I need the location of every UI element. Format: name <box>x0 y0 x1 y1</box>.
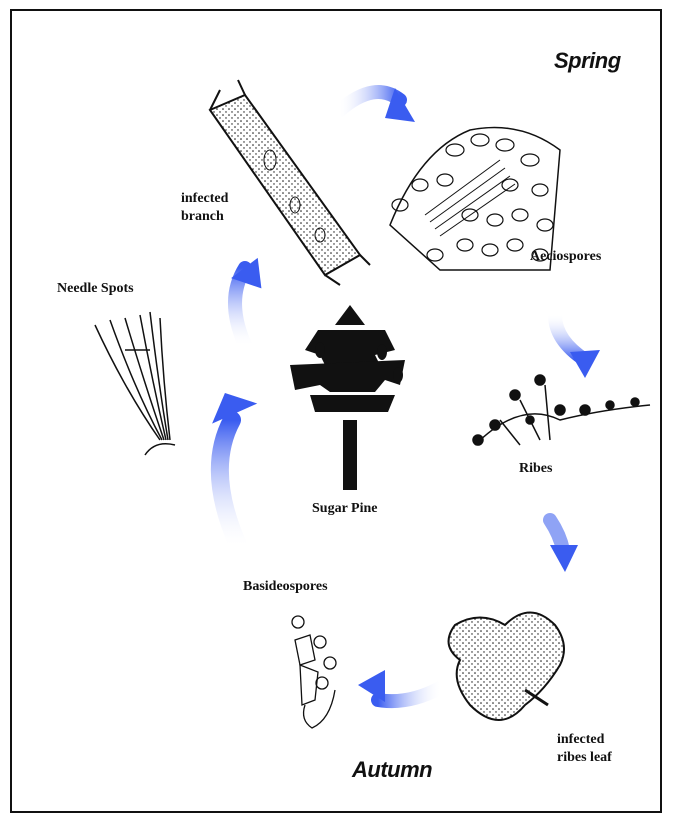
label-ribes: Ribes <box>519 460 552 477</box>
season-spring: Spring <box>554 48 621 74</box>
arrow-aecio-to-ribes <box>555 315 600 378</box>
arrow-leaf-to-basideo <box>358 670 440 702</box>
label-basideospores: Basideospores <box>243 578 328 595</box>
label-infected-ribes-leaf-line1: infected <box>557 731 604 748</box>
label-infected-ribes-leaf-line2: ribes leaf <box>557 749 612 766</box>
label-needle-spots: Needle Spots <box>57 280 134 297</box>
arrow-basideo-to-pine <box>207 388 259 545</box>
ribes-illustration <box>473 375 650 445</box>
season-autumn: Autumn <box>352 757 432 783</box>
arrow-branch-to-aecio <box>340 88 415 122</box>
basideospores-illustration <box>292 616 336 728</box>
needle-spots-illustration <box>95 312 175 455</box>
arrow-needles-to-branch <box>228 258 268 345</box>
label-aeciospores: Aeciospores <box>530 248 601 265</box>
label-sugar-pine: Sugar Pine <box>312 500 377 517</box>
sugar-pine-illustration <box>290 305 405 490</box>
label-infected-branch-line2: branch <box>181 208 224 225</box>
label-infected-branch-line1: infected <box>181 190 228 207</box>
infected-ribes-leaf-illustration <box>449 613 564 721</box>
arrow-ribes-to-leaf <box>550 520 578 572</box>
